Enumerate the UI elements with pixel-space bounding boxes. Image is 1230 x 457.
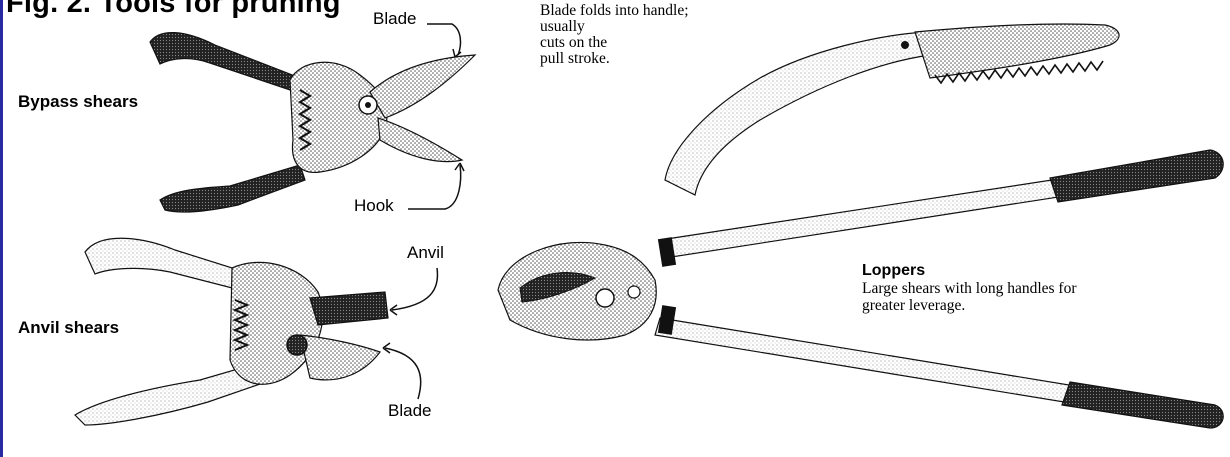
pruning-saw-description: Blade folds into handle; usually cuts on… <box>540 3 689 67</box>
anvil-blade <box>300 335 380 380</box>
saw-desc-line: Blade folds into handle; <box>540 3 689 19</box>
loppers-desc-line: greater leverage. <box>862 297 1077 314</box>
saw-handle <box>665 32 930 195</box>
anvil-blade-callout: Blade <box>388 401 431 421</box>
saw-pivot <box>901 41 909 49</box>
anvil-pivot <box>287 335 307 355</box>
anvil-jaw <box>310 292 388 325</box>
loppers-title: Loppers <box>862 262 925 280</box>
bypass-hook-callout: Hook <box>354 196 394 216</box>
pruning-saw-illustration <box>665 24 1119 195</box>
loppers-pivot <box>596 289 614 307</box>
saw-desc-line: pull stroke. <box>540 51 689 67</box>
loppers-illustration <box>498 150 1223 428</box>
callout-line-blade <box>427 24 460 55</box>
loppers-lower-grip <box>1062 382 1223 428</box>
anvil-shears-illustration <box>75 238 437 425</box>
callout-line-anvil <box>392 268 437 310</box>
anvil-upper-handle <box>85 238 245 290</box>
bypass-upper-handle <box>150 33 300 92</box>
loppers-lower-shaft <box>655 318 1130 412</box>
bypass-shears-label: Bypass shears <box>18 92 138 112</box>
figure-title: Fig. 2. Tools for pruning <box>6 0 341 20</box>
callout-line-blade-bottom <box>385 348 421 399</box>
saw-desc-line: usually <box>540 19 689 35</box>
bypass-hook <box>378 118 462 162</box>
anvil-callout: Anvil <box>407 243 444 263</box>
anvil-shears-label: Anvil shears <box>18 318 119 338</box>
saw-desc-line: cuts on the <box>540 35 689 51</box>
callout-line-hook <box>408 165 461 209</box>
bypass-lower-handle <box>160 165 305 212</box>
loppers-desc-line: Large shears with long handles for <box>862 280 1077 297</box>
bypass-blade-callout: Blade <box>373 9 416 29</box>
bypass-shears-illustration <box>150 24 475 212</box>
bypass-blade <box>370 55 475 118</box>
loppers-upper-grip <box>1050 150 1223 202</box>
loppers-description: Large shears with long handles for great… <box>862 280 1077 314</box>
